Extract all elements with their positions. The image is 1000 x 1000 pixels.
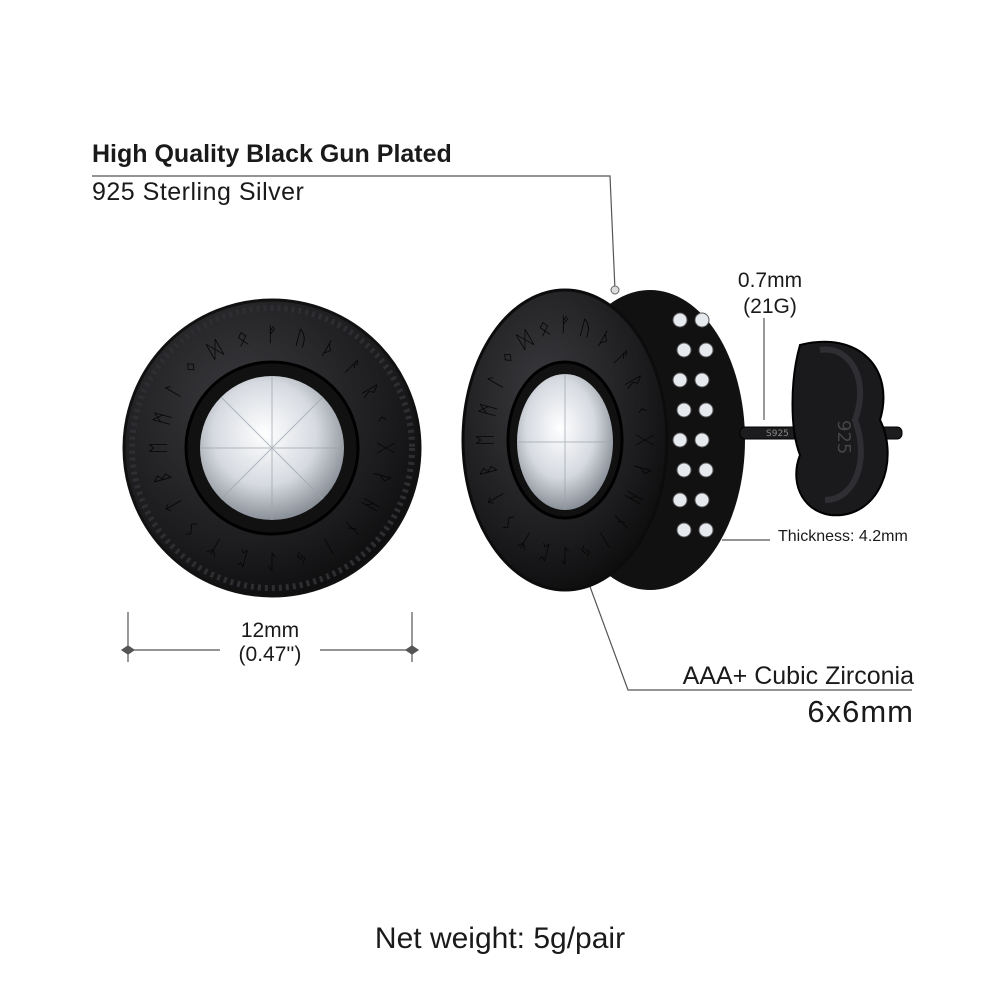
rune-glyph: ᛖ	[473, 434, 497, 446]
rune-glyph: ᛃ	[577, 539, 595, 565]
rune-glyph: ᛇ	[266, 550, 278, 574]
back-stamp: 925	[833, 420, 854, 454]
rune-glyph: ᚢ	[293, 325, 311, 351]
rune-glyph: ᚲ	[369, 410, 395, 428]
rune-glyph: ᚷ	[633, 434, 657, 446]
rune-glyph: ᛇ	[559, 544, 571, 568]
rune-glyph: ᛒ	[475, 461, 501, 479]
stone-size: 6x6mm	[807, 694, 914, 729]
side-stone	[672, 432, 688, 448]
rune-glyph: ᚷ	[374, 442, 398, 454]
side-stone	[676, 522, 692, 538]
side-stone	[698, 522, 714, 538]
rune-glyph: ᚹ	[629, 461, 655, 479]
side-stone	[676, 462, 692, 478]
post-stamp: S925	[766, 429, 789, 439]
thickness-label: Thickness: 4.2mm	[778, 528, 908, 545]
side-stone	[694, 372, 710, 388]
side-stone	[676, 402, 692, 418]
rune-glyph: ᛈ	[234, 545, 252, 571]
side-stone	[698, 342, 714, 358]
rune-glyph: ᛃ	[293, 545, 311, 571]
side-stone	[694, 432, 710, 448]
rune-glyph: ᚢ	[577, 315, 595, 341]
width-mm: 12mm	[240, 619, 300, 642]
net-weight: Net weight: 5g/pair	[374, 922, 626, 955]
gauge-g: (21G)	[743, 295, 797, 318]
rune-glyph: ᛗ	[149, 410, 175, 428]
side-stone	[694, 312, 710, 328]
gauge-mm: 0.7mm	[737, 269, 803, 292]
rune-glyph: ᚠ	[559, 312, 571, 336]
rune-glyph: ᛈ	[535, 539, 553, 565]
rune-glyph: ᛟ	[535, 315, 553, 341]
plating-title: High Quality Black Gun Plated	[92, 140, 452, 168]
stone-title: AAA+ Cubic Zirconia	[682, 662, 914, 690]
width-label: 12mm (0.47'')	[200, 619, 340, 667]
side-stone	[694, 492, 710, 508]
rune-glyph: ᛟ	[234, 325, 252, 351]
rune-glyph: ᛗ	[475, 401, 501, 419]
butterfly-back: 925	[791, 340, 889, 517]
side-stone	[698, 462, 714, 478]
width-dimension	[120, 612, 420, 662]
width-in: (0.47'')	[238, 643, 302, 666]
side-stone	[698, 402, 714, 418]
side-stone	[672, 372, 688, 388]
side-stones	[672, 312, 714, 538]
rune-glyph: ᛖ	[146, 442, 170, 454]
leader-dot	[610, 285, 620, 295]
rune-glyph: ᛒ	[149, 469, 175, 487]
rune-glyph: ᚲ	[629, 401, 655, 419]
side-stone	[676, 342, 692, 358]
side-stone	[672, 492, 688, 508]
gauge-label: 0.7mm (21G)	[728, 268, 812, 320]
plating-material: 925 Sterling Silver	[92, 178, 305, 206]
side-stone	[672, 312, 688, 328]
rune-glyph: ᚹ	[369, 469, 395, 487]
rune-glyph: ᚠ	[266, 322, 278, 346]
